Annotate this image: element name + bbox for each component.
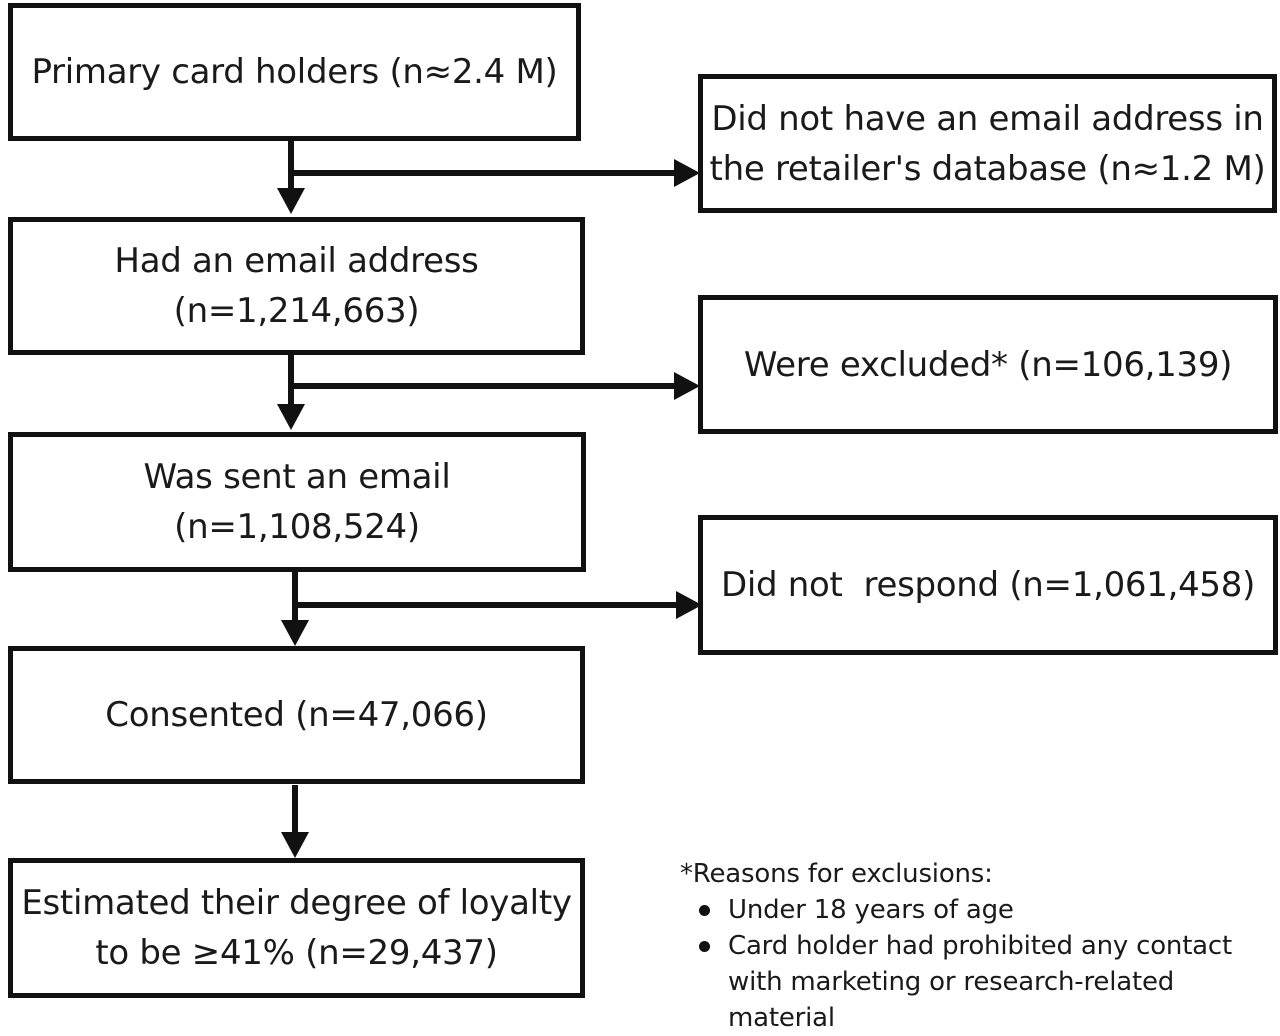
box-did-not-respond: Did not respond (n=1,061,458) <box>698 515 1278 655</box>
box-consented: Consented (n=47,066) <box>8 646 585 784</box>
box-had-email-line2: (n=1,214,663) <box>173 291 420 331</box>
box-estimated-line1: Estimated their degree of loyalty <box>21 883 572 923</box>
box-was-sent-email: Was sent an email (n=1,108,524) <box>8 432 586 572</box>
exclusion-reasons-note: *Reasons for exclusions: Under 18 years … <box>680 856 1270 1036</box>
bullet-icon <box>699 905 710 916</box>
box-primary-line1: Primary card holders (n≈2.4 M) <box>31 52 558 92</box>
box-no-email-line1: Did not have an email address in <box>711 98 1264 139</box>
box-sent-email-line2: (n=1,108,524) <box>174 507 420 547</box>
box-consented-line1: Consented (n=47,066) <box>105 695 488 735</box>
arrow-consented-to-estimated <box>281 785 309 858</box>
bullet-icon <box>699 941 710 952</box>
box-no-email-address: Did not have an email address in the ret… <box>698 74 1277 213</box>
box-no-email-line2: the retailer's database (n≈1.2 M) <box>709 148 1266 189</box>
box-sent-email-line1: Was sent an email <box>143 457 451 497</box>
box-primary-card-holders: Primary card holders (n≈2.4 M) <box>8 3 581 141</box>
arrow-had-email-to-sent-email <box>277 355 305 430</box>
box-no-response-line1: Did not respond (n=1,061,458) <box>720 565 1256 605</box>
box-had-email-address: Had an email address (n=1,214,663) <box>8 217 585 355</box>
box-excluded-line1: Were excluded* (n=106,139) <box>743 344 1233 385</box>
note-list: Under 18 years of age Card holder had pr… <box>680 892 1270 1036</box>
arrow-sent-email-to-consented <box>281 572 309 646</box>
note-item-text: Under 18 years of age <box>728 895 1014 925</box>
note-item-text: Card holder had prohibited any contact w… <box>728 931 1233 1033</box>
note-item: Under 18 years of age <box>680 892 1270 928</box>
box-had-email-line1: Had an email address <box>114 241 479 281</box>
arrow-to-excluded <box>294 372 700 400</box>
note-title: *Reasons for exclusions: <box>680 859 993 889</box>
arrow-primary-to-had-email <box>277 140 305 214</box>
box-estimated-loyalty: Estimated their degree of loyalty to be … <box>8 858 585 998</box>
note-item: Card holder had prohibited any contact w… <box>680 928 1270 1036</box>
arrow-to-no-email <box>294 159 700 187</box>
arrow-to-no-response <box>298 591 702 619</box>
box-were-excluded: Were excluded* (n=106,139) <box>698 295 1278 434</box>
flow-connectors <box>277 140 702 858</box>
box-estimated-line2: to be ≥41% (n=29,437) <box>95 933 498 973</box>
